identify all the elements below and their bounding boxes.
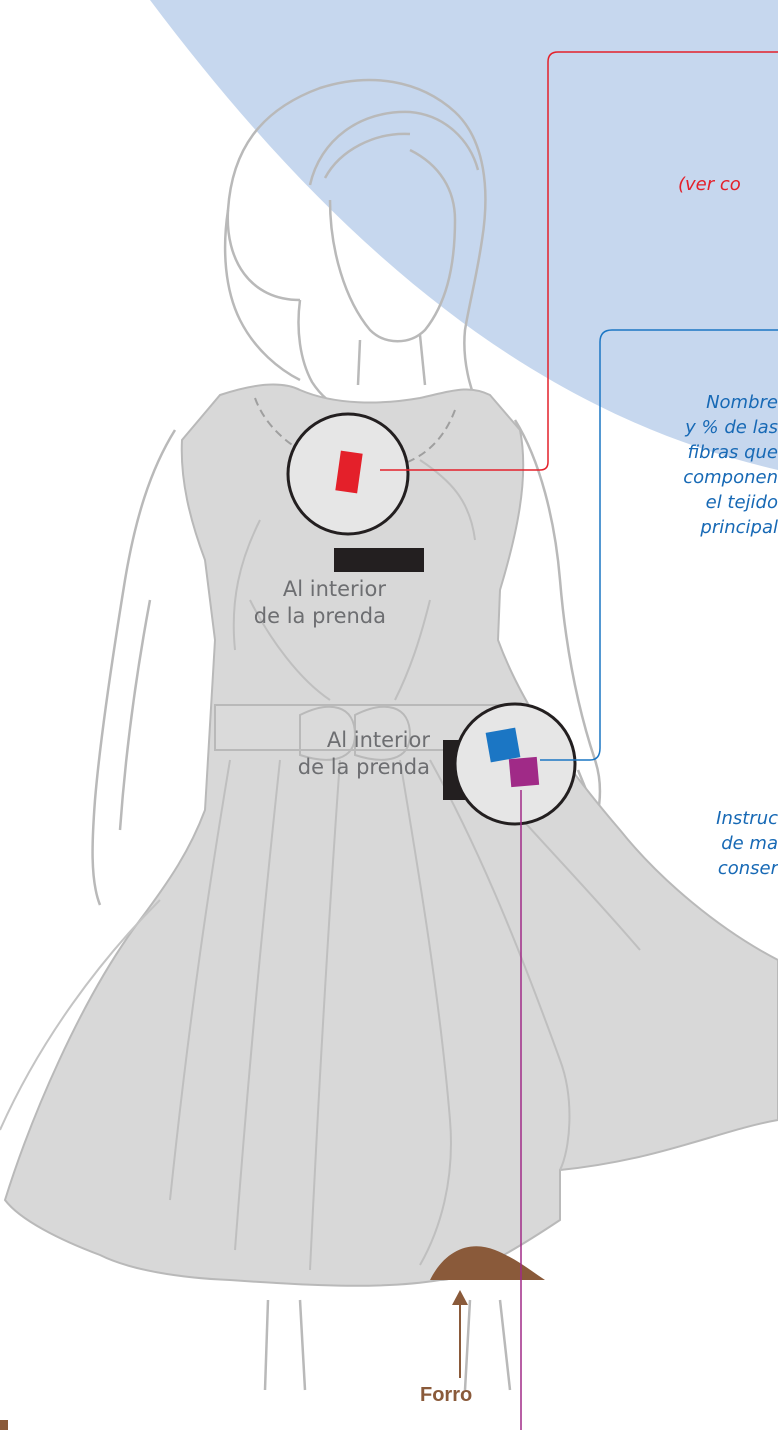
interior-label-top: Al interior de la prenda — [253, 577, 386, 628]
purple-care-label — [508, 756, 540, 788]
red-callout-text: (ver co — [678, 174, 741, 195]
head — [223, 78, 487, 415]
blue-care-label — [485, 727, 521, 763]
forro-label: Forro — [420, 1384, 473, 1406]
fibers-callout-text: Nombre y % de las fibras que componen el… — [683, 392, 778, 538]
instructions-callout-text: Instruc de ma conser — [716, 808, 778, 879]
lining — [430, 1246, 545, 1280]
background-blob — [150, 0, 778, 470]
waist-label-magnifier — [443, 702, 590, 826]
dress — [0, 383, 778, 1287]
interior-label-bottom: Al interior de la prenda — [297, 728, 430, 779]
red-care-label — [335, 450, 363, 494]
connector-lines — [412, 51, 778, 1430]
corner-mark — [0, 1420, 8, 1430]
neck-label-magnifier — [286, 412, 424, 572]
